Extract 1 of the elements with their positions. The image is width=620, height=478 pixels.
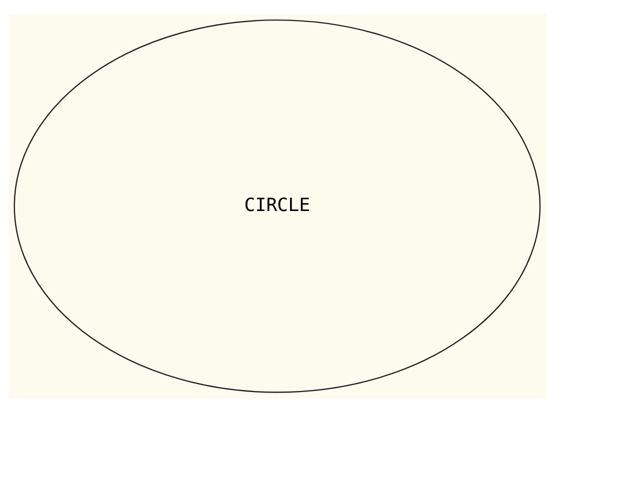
- node-ellipse: CIRCLE: [14, 19, 541, 393]
